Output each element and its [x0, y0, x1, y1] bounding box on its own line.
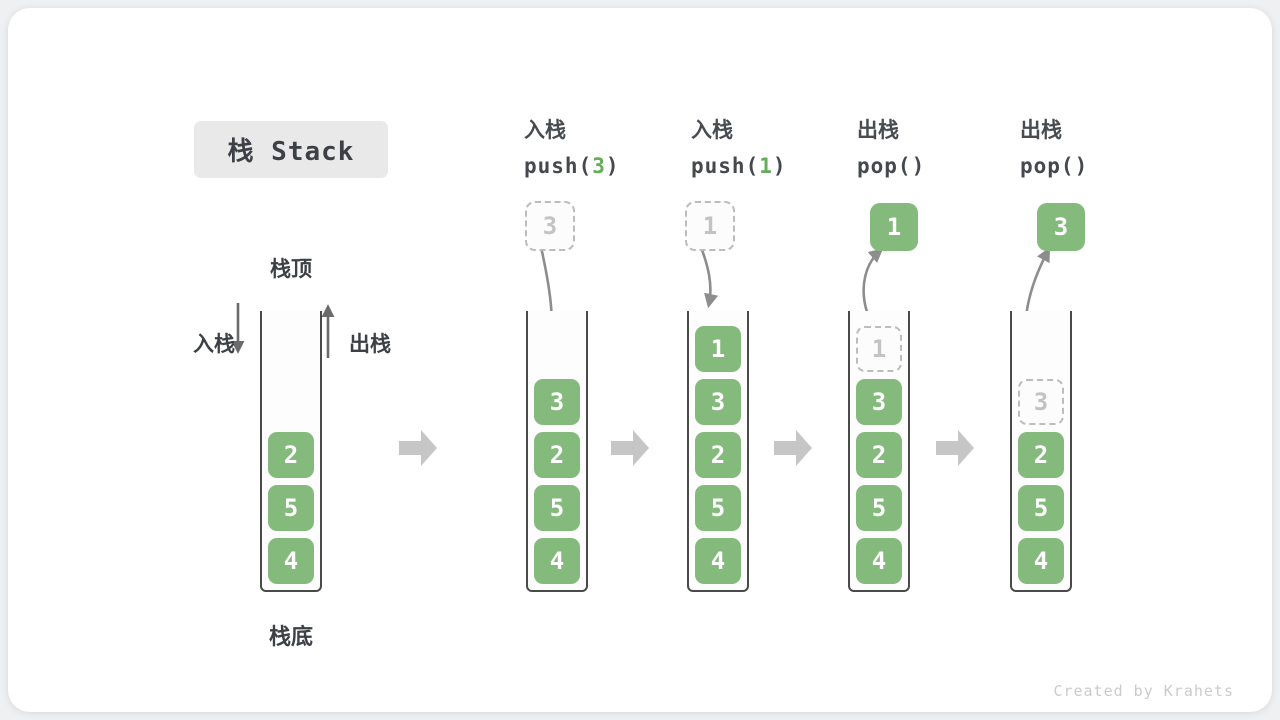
label-pop: 出栈: [349, 332, 391, 356]
operation-label: 出栈: [1020, 118, 1062, 142]
stack-cell: 5: [695, 485, 741, 531]
code-arg: 3: [592, 154, 606, 178]
col-header-pop-2: 出栈 pop(): [1020, 114, 1190, 178]
diagram-card: 栈 Stack 栈顶 入栈 出栈 栈底 入栈 push(3) 入栈 push(1…: [8, 8, 1272, 712]
ghost-cell: 3: [1018, 379, 1064, 425]
stack-cell: 2: [856, 432, 902, 478]
incoming-value-box: 3: [525, 201, 575, 251]
stack-cell: 2: [268, 432, 314, 478]
stack-cell: 5: [1018, 485, 1064, 531]
stack-cell: 5: [534, 485, 580, 531]
operation-code: pop(): [1020, 154, 1089, 178]
watermark: Created by Krahets: [1053, 682, 1234, 700]
transition-arrow-icon: [936, 430, 974, 466]
code-arg: 1: [759, 154, 773, 178]
label-stack-bottom: 栈底: [268, 625, 313, 650]
stack-cell: 4: [268, 538, 314, 584]
operation-code: pop(): [857, 154, 926, 178]
operation-code: push(3): [524, 154, 694, 178]
incoming-value-box: 1: [685, 201, 735, 251]
code-text: ): [605, 154, 620, 178]
stack-cell: 2: [1018, 432, 1064, 478]
stack-cell: 4: [695, 538, 741, 584]
code-text: ): [772, 154, 787, 178]
operation-label: 出栈: [857, 118, 899, 142]
popped-value-box: 3: [1037, 203, 1085, 251]
stack-cell: 5: [268, 485, 314, 531]
stack-cell: 2: [695, 432, 741, 478]
stack-cell: 5: [856, 485, 902, 531]
title-box: 栈 Stack: [194, 121, 388, 178]
code-text: push(: [691, 154, 760, 178]
code-text: push(: [524, 154, 593, 178]
push1-curve-arrow-icon: [699, 246, 719, 309]
pop1-curve-arrow-icon: [862, 248, 884, 313]
operation-label: 入栈: [524, 118, 566, 142]
label-stack-top: 栈顶: [270, 257, 312, 281]
stack-cell: 4: [856, 538, 902, 584]
transition-arrow-icon: [399, 430, 437, 466]
operation-label: 入栈: [691, 118, 733, 142]
stack-cell: 4: [1018, 538, 1064, 584]
operation-code: push(1): [691, 154, 861, 178]
stack-cell: 2: [534, 432, 580, 478]
col-header-push-1: 入栈 push(1): [691, 114, 861, 178]
col-header-pop-1: 出栈 pop(): [857, 114, 1027, 178]
label-push: 入栈: [193, 332, 235, 356]
stack-cell: 4: [534, 538, 580, 584]
stack-cell: 1: [695, 326, 741, 372]
popped-value-box: 1: [870, 203, 918, 251]
stack-cell: 3: [695, 379, 741, 425]
ghost-cell: 1: [856, 326, 902, 372]
transition-arrow-icon: [774, 430, 812, 466]
stack-cell: 3: [856, 379, 902, 425]
col-header-push-3: 入栈 push(3): [524, 114, 694, 178]
stack-cell: 3: [534, 379, 580, 425]
transition-arrow-icon: [611, 430, 649, 466]
